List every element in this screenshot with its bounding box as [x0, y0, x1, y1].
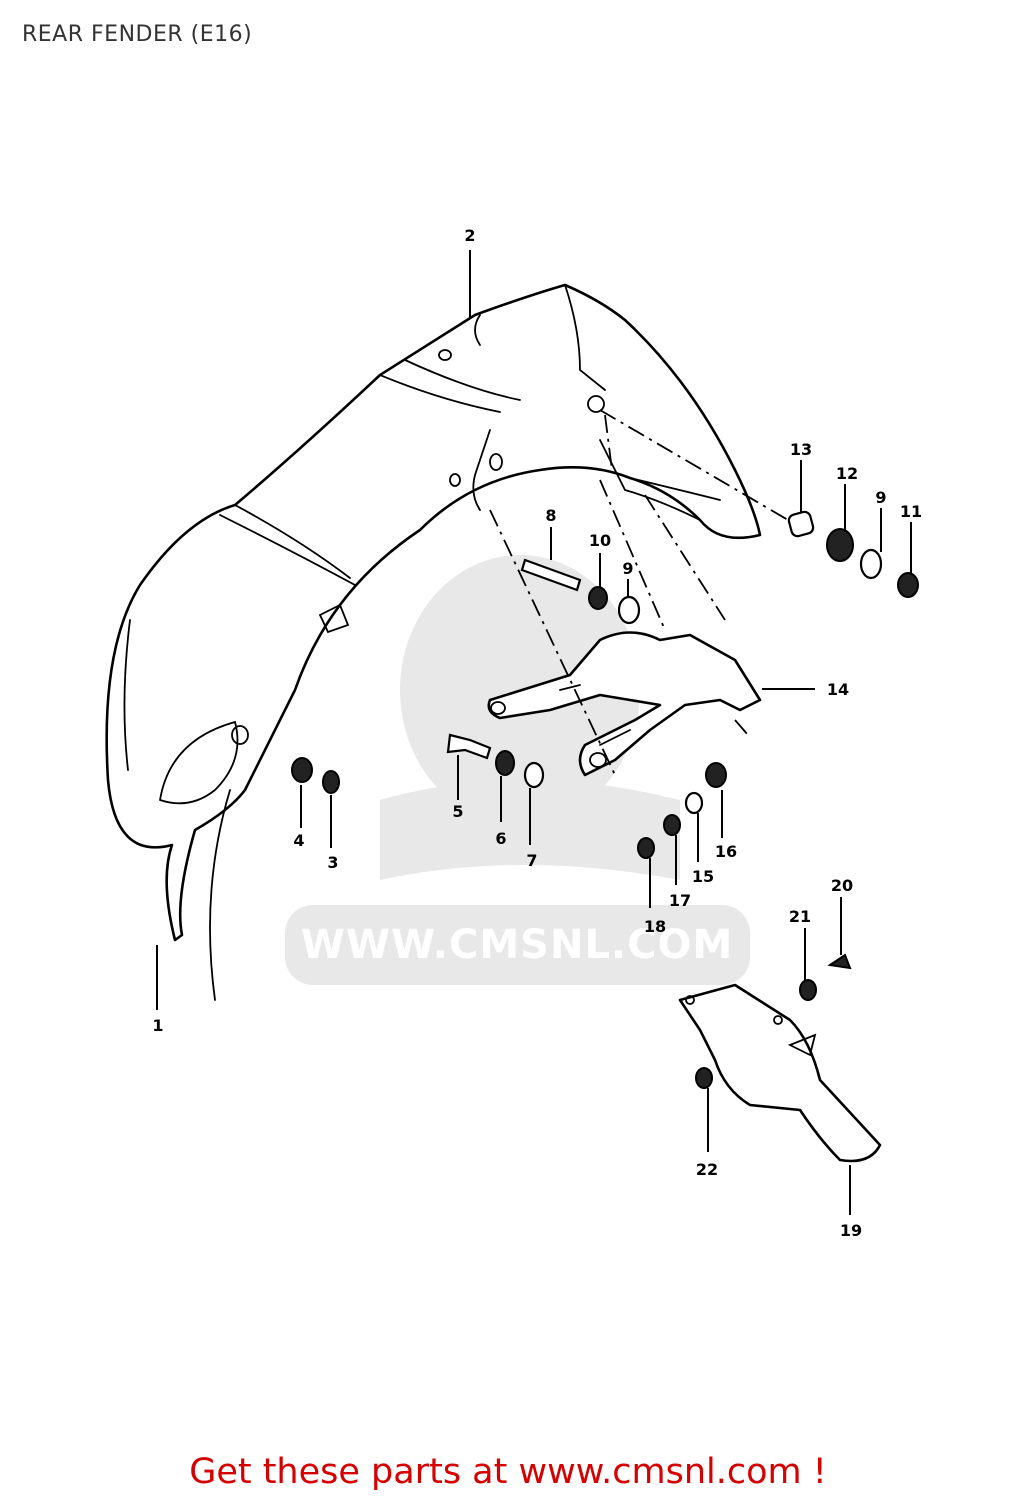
- cmsnl-parts-link[interactable]: Get these parts at www.cmsnl.com !: [189, 1452, 827, 1492]
- callout-22: 22: [696, 1160, 718, 1179]
- callout-2: 2: [464, 226, 475, 245]
- part-8-bolt: [520, 558, 582, 592]
- part-17-grommet: [663, 814, 681, 836]
- cmsnl-watermark: WWW.CMSNL.COM: [285, 555, 750, 985]
- part-3-nut: [322, 770, 340, 794]
- callout-9-left: 9: [622, 559, 633, 578]
- part-1-rear-fender: [105, 283, 762, 1001]
- callout-5: 5: [452, 802, 463, 821]
- part-10-nut: [588, 586, 608, 610]
- callout-20: 20: [831, 876, 853, 895]
- part-12-grommet: [826, 528, 854, 562]
- callout-6: 6: [495, 829, 506, 848]
- part-16-nut: [705, 762, 727, 788]
- callout-4: 4: [293, 831, 304, 850]
- callout-13: 13: [790, 440, 812, 459]
- part-4-collar: [291, 757, 313, 783]
- callout-17: 17: [669, 891, 691, 910]
- part-20-screw: [827, 953, 852, 970]
- part-5-bolt: [446, 733, 492, 760]
- callout-15: 15: [692, 867, 714, 886]
- part-19-mud-flap: [678, 983, 882, 1163]
- callout-11: 11: [900, 502, 922, 521]
- part-13-collar: [787, 510, 815, 538]
- part-14-bracket: [487, 631, 762, 777]
- callout-3: 3: [327, 853, 338, 872]
- part-15-washer: [684, 791, 704, 815]
- callout-7: 7: [526, 851, 537, 870]
- part-6-grommet: [495, 750, 515, 776]
- callouts: 2 1 3 4 5 6 7 8 9 9 10 11 12 13 14 15 16…: [152, 226, 922, 1240]
- callout-16: 16: [715, 842, 737, 861]
- page-title: REAR FENDER (E16): [22, 22, 253, 47]
- callout-18: 18: [644, 917, 666, 936]
- callout-14: 14: [827, 680, 849, 699]
- part-21-nut: [799, 979, 817, 1001]
- part-11-nut: [897, 572, 919, 598]
- callout-10: 10: [589, 531, 611, 550]
- watermark-text: WWW.CMSNL.COM: [301, 922, 734, 968]
- callout-12: 12: [836, 464, 858, 483]
- assembly-lines: [489, 409, 789, 776]
- callout-21: 21: [789, 907, 811, 926]
- part-9-washer-right: [859, 548, 883, 580]
- leader-lines: [156, 250, 912, 1215]
- part-9-washer-left: [617, 595, 641, 625]
- part-18-collar: [637, 837, 655, 859]
- callout-19: 19: [840, 1221, 862, 1240]
- callout-8: 8: [545, 506, 556, 525]
- callout-9-right: 9: [875, 488, 886, 507]
- part-22-nut: [695, 1067, 713, 1089]
- callout-1: 1: [152, 1016, 163, 1035]
- part-7-washer: [523, 761, 545, 789]
